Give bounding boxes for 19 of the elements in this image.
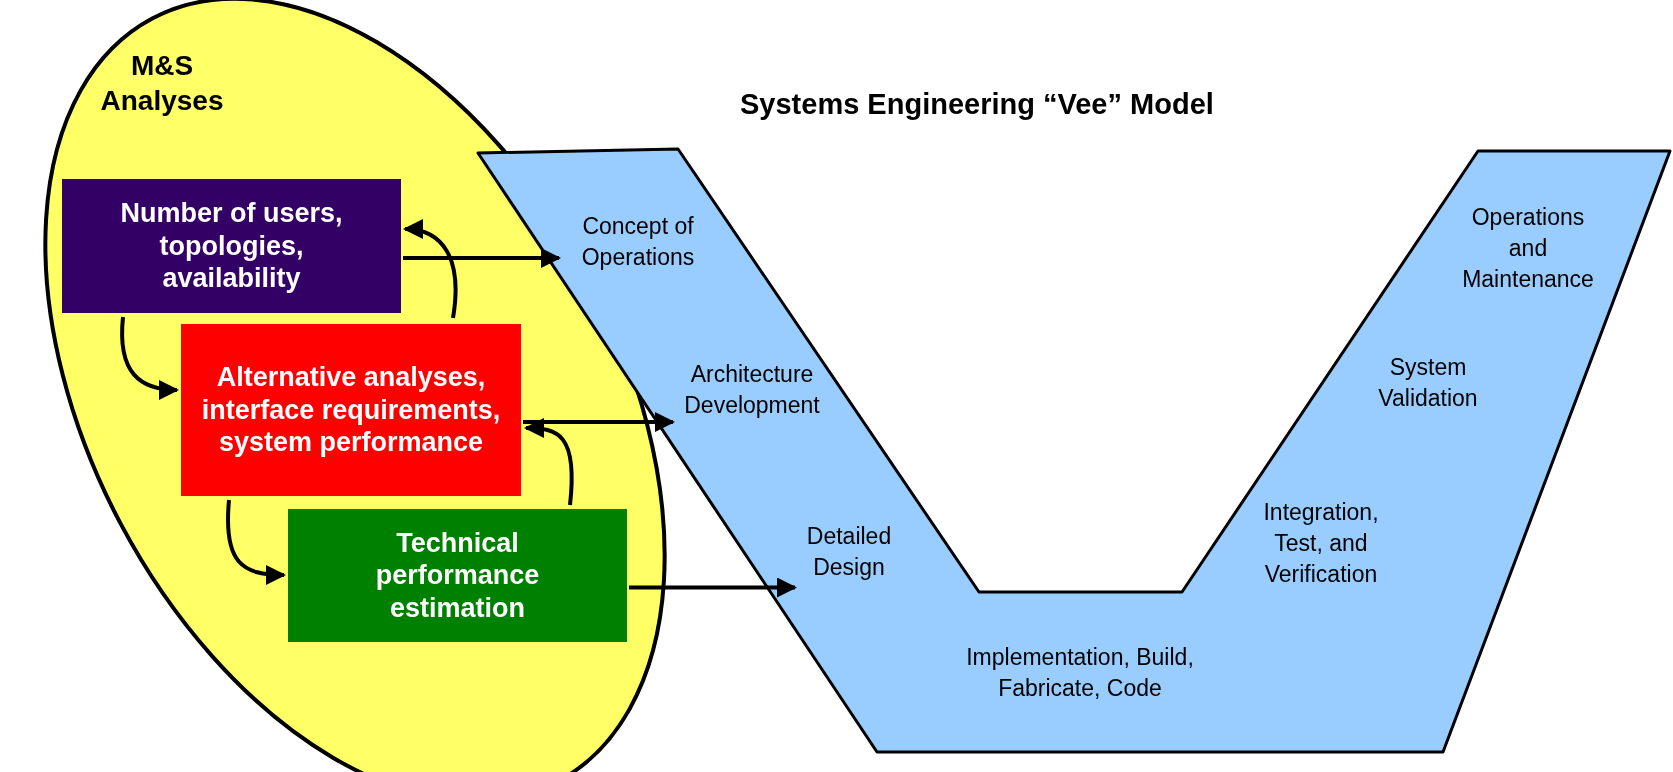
- phase-label: Implementation, Build, Fabricate, Code: [935, 641, 1225, 705]
- arrow: [523, 412, 675, 432]
- phase-label: Operations and Maintenance: [1453, 202, 1603, 296]
- arrow: [403, 248, 561, 268]
- arrow: [226, 499, 286, 585]
- phase-label: Architecture Development: [677, 358, 827, 422]
- arrow: [403, 220, 458, 319]
- phase-label: Detailed Design: [799, 520, 899, 584]
- diagram-title: Systems Engineering “Vee” Model: [740, 88, 1214, 121]
- arrow: [629, 577, 797, 598]
- analysis-box: Number of users, topologies, availability: [62, 179, 401, 313]
- phase-label: Integration, Test, and Verification: [1251, 497, 1391, 591]
- ellipse-heading: M&S Analyses: [99, 49, 225, 118]
- arrow: [120, 316, 179, 400]
- analysis-box: Alternative analyses, interface requirements, system performance: [181, 324, 521, 496]
- arrow: [524, 418, 574, 506]
- analysis-box: Technical performance estimation: [288, 509, 627, 642]
- phase-label: Concept of Operations: [563, 210, 713, 274]
- phase-label: System Validation: [1368, 351, 1488, 415]
